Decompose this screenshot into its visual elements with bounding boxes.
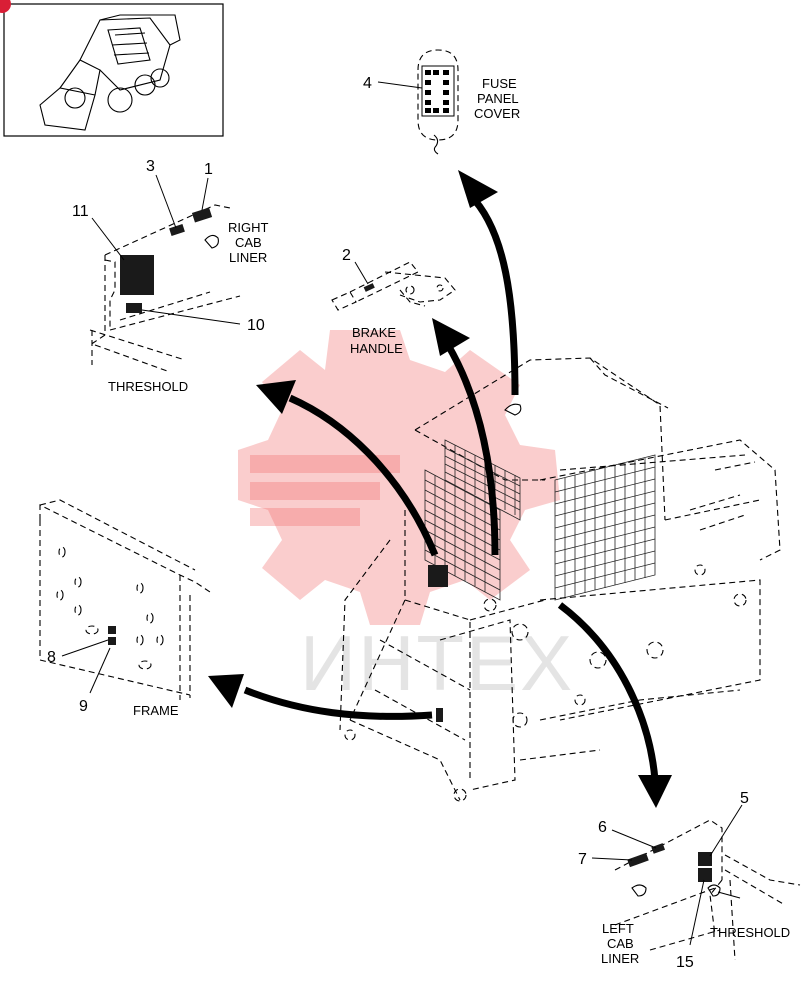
- watermark-text: ИНТЕХ: [300, 619, 574, 707]
- cab-right-screen: [554, 454, 656, 601]
- svg-text:LEFT: LEFT: [602, 921, 634, 936]
- callout-9: 9: [79, 698, 88, 715]
- svg-text:PANEL: PANEL: [477, 91, 519, 106]
- pointer-arrows: [208, 170, 672, 808]
- svg-text:HANDLE: HANDLE: [350, 341, 403, 356]
- corner-badge-icon: [0, 0, 11, 13]
- right-cab-liner-label: RIGHT CAB LINER: [228, 220, 269, 265]
- callout-2: 2: [342, 247, 351, 264]
- svg-text:LINER: LINER: [229, 250, 267, 265]
- thumbnail-frame: [0, 0, 224, 137]
- watermark-gear-logo: [238, 330, 560, 625]
- svg-text:CAB: CAB: [235, 235, 262, 250]
- frame-part: [39, 499, 211, 700]
- brake-handle-label: BRAKE HANDLE: [350, 325, 403, 356]
- left-cab-liner-label: LEFT CAB LINER: [601, 921, 639, 966]
- callout-5: 5: [740, 790, 749, 807]
- callout-4: 4: [363, 75, 372, 92]
- svg-text:CAB: CAB: [607, 936, 634, 951]
- skid-steer-thumbnail-icon: [39, 14, 181, 131]
- callout-10: 10: [247, 317, 265, 334]
- right-cab-liner-part: [89, 204, 241, 373]
- brake-handle-part: [331, 261, 456, 311]
- threshold-lower-label: THRESHOLD: [710, 925, 790, 940]
- callout-1: 1: [204, 161, 213, 178]
- skid-steer-loader-machine: [339, 357, 781, 802]
- cab-left-screen: [444, 439, 521, 521]
- callout-3: 3: [146, 158, 155, 175]
- callout-6: 6: [598, 819, 607, 836]
- callout-11: 11: [72, 203, 89, 220]
- fuse-panel-cover-label: FUSE PANEL COVER: [474, 76, 520, 121]
- svg-text:BRAKE: BRAKE: [352, 325, 396, 340]
- svg-text:LINER: LINER: [601, 951, 639, 966]
- svg-text:COVER: COVER: [474, 106, 520, 121]
- cab-front-screen: [424, 469, 501, 601]
- callout-15: 15: [676, 954, 694, 971]
- callout-7: 7: [578, 851, 587, 868]
- callout-8: 8: [47, 649, 56, 666]
- threshold-upper-label: THRESHOLD: [108, 379, 188, 394]
- frame-label: FRAME: [133, 703, 179, 718]
- fuse-panel-cover-part: [417, 49, 459, 155]
- svg-text:RIGHT: RIGHT: [228, 220, 269, 235]
- svg-text:FUSE: FUSE: [482, 76, 517, 91]
